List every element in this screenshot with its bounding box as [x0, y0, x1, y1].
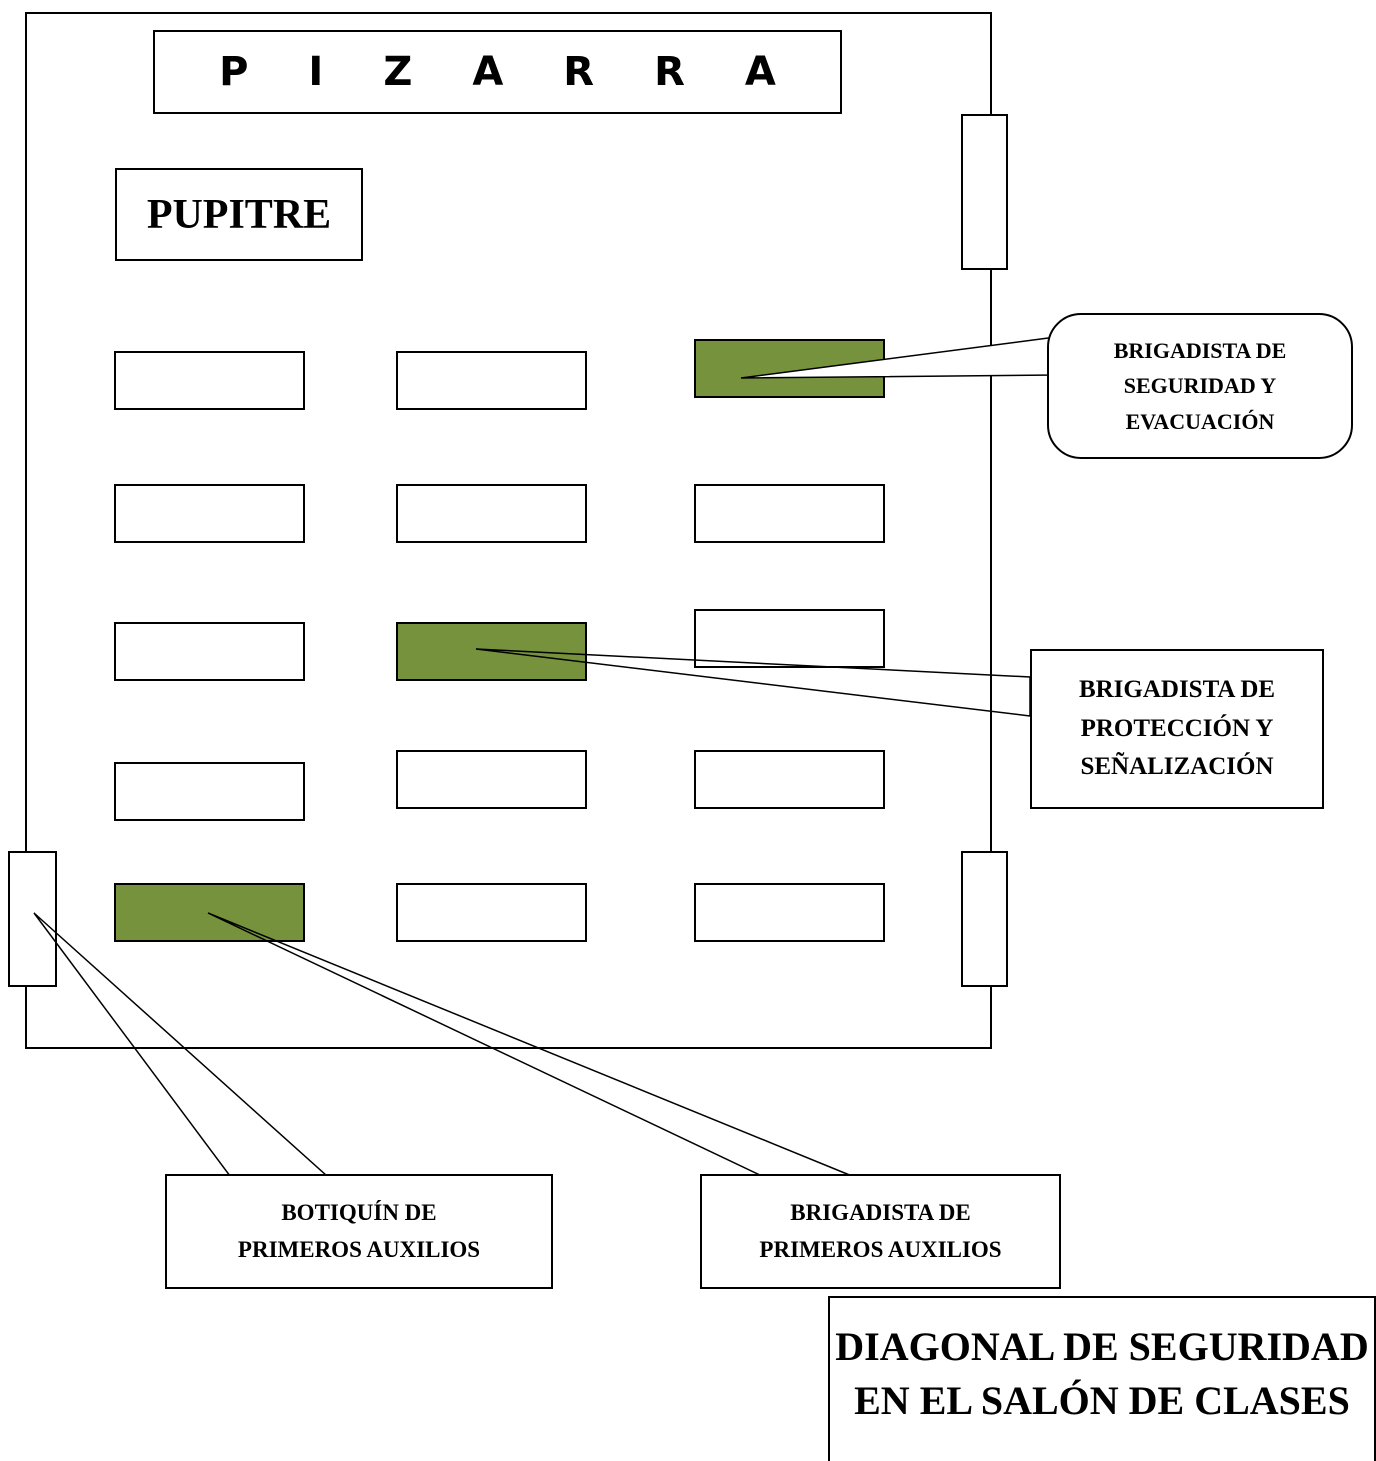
desk-row2-col2 [396, 484, 587, 543]
board-letter: I [308, 49, 324, 95]
desk-row3-col1 [114, 622, 305, 681]
callout-brigadista-seguridad: BRIGADISTA DE SEGURIDAD Y EVACUACIÓN [1047, 313, 1353, 459]
callout-line: BOTIQUÍN DE [281, 1199, 437, 1225]
diagram-title: DIAGONAL DE SEGURIDAD EN EL SALÓN DE CLA… [828, 1296, 1376, 1461]
title-line-1: DIAGONAL DE SEGURIDAD [835, 1324, 1369, 1369]
title-line-2: EN EL SALÓN DE CLASES [854, 1378, 1350, 1423]
teacher-desk-label: PUPITRE [146, 191, 332, 238]
board-letter: P [219, 49, 249, 95]
desk-row4-col3 [694, 750, 885, 809]
desk-row1-col2 [396, 351, 587, 410]
desk-row4-col2 [396, 750, 587, 809]
board-letter: R [654, 49, 685, 95]
callout-line: BRIGADISTA DE [1078, 675, 1276, 703]
callout-line: SEGURIDAD Y [1123, 373, 1277, 399]
callout-brigadista-primeros-auxilios: BRIGADISTA DE PRIMEROS AUXILIOS [700, 1174, 1061, 1289]
door-right-top [961, 114, 1008, 270]
callout-line: SEÑALIZACIÓN [1080, 753, 1274, 781]
callout-line: BRIGADISTA DE [790, 1199, 971, 1225]
board-letter: R [563, 49, 595, 95]
desk-row1-col3-highlighted [694, 339, 885, 398]
desk-row1-col1 [114, 351, 305, 410]
teacher-desk: PUPITRE [115, 168, 363, 261]
callout-line: EVACUACIÓN [1125, 408, 1275, 434]
desk-row5-col2 [396, 883, 587, 942]
callout-line: BRIGADISTA DE [1113, 338, 1287, 364]
board-letter: Z [383, 49, 413, 95]
desk-row5-col3 [694, 883, 885, 942]
desk-row3-col2-highlighted [396, 622, 587, 681]
callout-botiquin: BOTIQUÍN DE PRIMEROS AUXILIOS [165, 1174, 553, 1289]
desk-row3-col3 [694, 609, 885, 668]
board-letter: A [472, 49, 504, 95]
callout-line: PROTECCIÓN Y [1080, 714, 1274, 742]
callout-brigadista-proteccion: BRIGADISTA DE PROTECCIÓN Y SEÑALIZACIÓN [1030, 649, 1324, 809]
desk-row4-col1 [114, 762, 305, 821]
callout-line: PRIMEROS AUXILIOS [237, 1236, 481, 1262]
board-letter: A [744, 49, 776, 95]
desk-row2-col3 [694, 484, 885, 543]
first-aid-kit [8, 851, 57, 987]
desk-row5-col1-highlighted [114, 883, 305, 942]
callout-line: PRIMEROS AUXILIOS [759, 1236, 1002, 1262]
door-right-bottom [961, 851, 1008, 987]
desk-row2-col1 [114, 484, 305, 543]
pizarra-board: P I Z A R R A [153, 30, 842, 114]
